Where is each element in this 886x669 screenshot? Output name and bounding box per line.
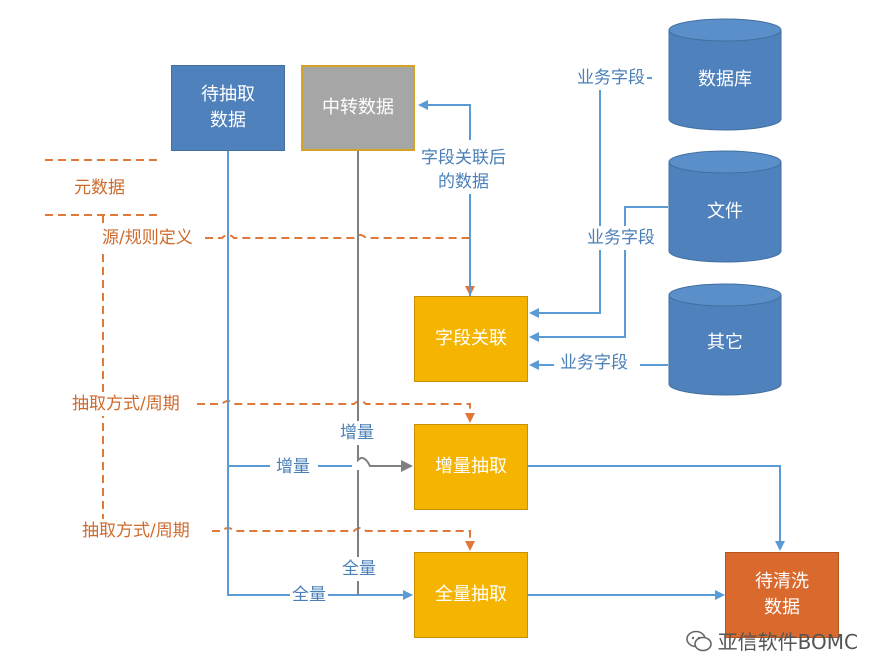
extract-method-arrow-1 <box>197 400 475 423</box>
linked-data-arrow <box>418 100 471 140</box>
watermark: 亚信软件BOMC <box>685 626 858 655</box>
incr-to-clean-arrow <box>528 465 785 551</box>
metadata-frame <box>45 159 162 535</box>
watermark-text: 亚信软件BOMC <box>717 630 858 654</box>
file-cylinder: 文件 <box>668 150 782 263</box>
biz-field-label-3: 业务字段 <box>558 351 630 375</box>
relay-data-box: 中转数据 <box>301 65 415 151</box>
database-cylinder: 数据库 <box>668 18 782 131</box>
biz-field-label-1: 业务字段 <box>575 66 647 90</box>
metadata-label: 元数据 <box>74 178 125 198</box>
db-to-fieldlink-arrow <box>529 77 652 318</box>
extract-method-label-2: 抽取方式/周期 <box>80 519 192 543</box>
full-label-source: 全量 <box>290 583 328 607</box>
other-label: 其它 <box>707 332 743 353</box>
database-label: 数据库 <box>698 69 752 90</box>
full-extract-box: 全量抽取 <box>414 552 528 638</box>
relay-incr-arrow <box>357 150 413 472</box>
database-cylinder-shape <box>668 18 782 131</box>
linked-data-label: 字段关联后 的数据 <box>419 146 508 194</box>
extract-method-label-1: 抽取方式/周期 <box>70 392 182 416</box>
increment-label-source: 增量 <box>274 455 312 479</box>
file-label: 文件 <box>707 201 743 222</box>
field-link-box: 字段关联 <box>414 296 528 382</box>
full-flow-arrow <box>227 150 413 600</box>
other-cylinder-shape <box>668 283 782 396</box>
incremental-extract-box: 增量抽取 <box>414 424 528 510</box>
biz-field-label-2: 业务字段 <box>585 226 657 250</box>
source-rule-def-label: 源/规则定义 <box>100 226 195 250</box>
pending-clean-box: 待清洗 数据 <box>725 552 839 638</box>
chat-bubble-icon <box>685 630 712 651</box>
rule-def-arrow <box>205 234 475 296</box>
pending-extract-box: 待抽取 数据 <box>171 65 285 151</box>
increment-label-relay: 增量 <box>338 421 376 445</box>
file-cylinder-shape <box>668 150 782 263</box>
full-label-relay: 全量 <box>340 557 378 581</box>
extract-method-arrow-2 <box>212 527 475 551</box>
other-cylinder: 其它 <box>668 283 782 396</box>
file-to-fieldlink-arrow <box>529 206 668 342</box>
